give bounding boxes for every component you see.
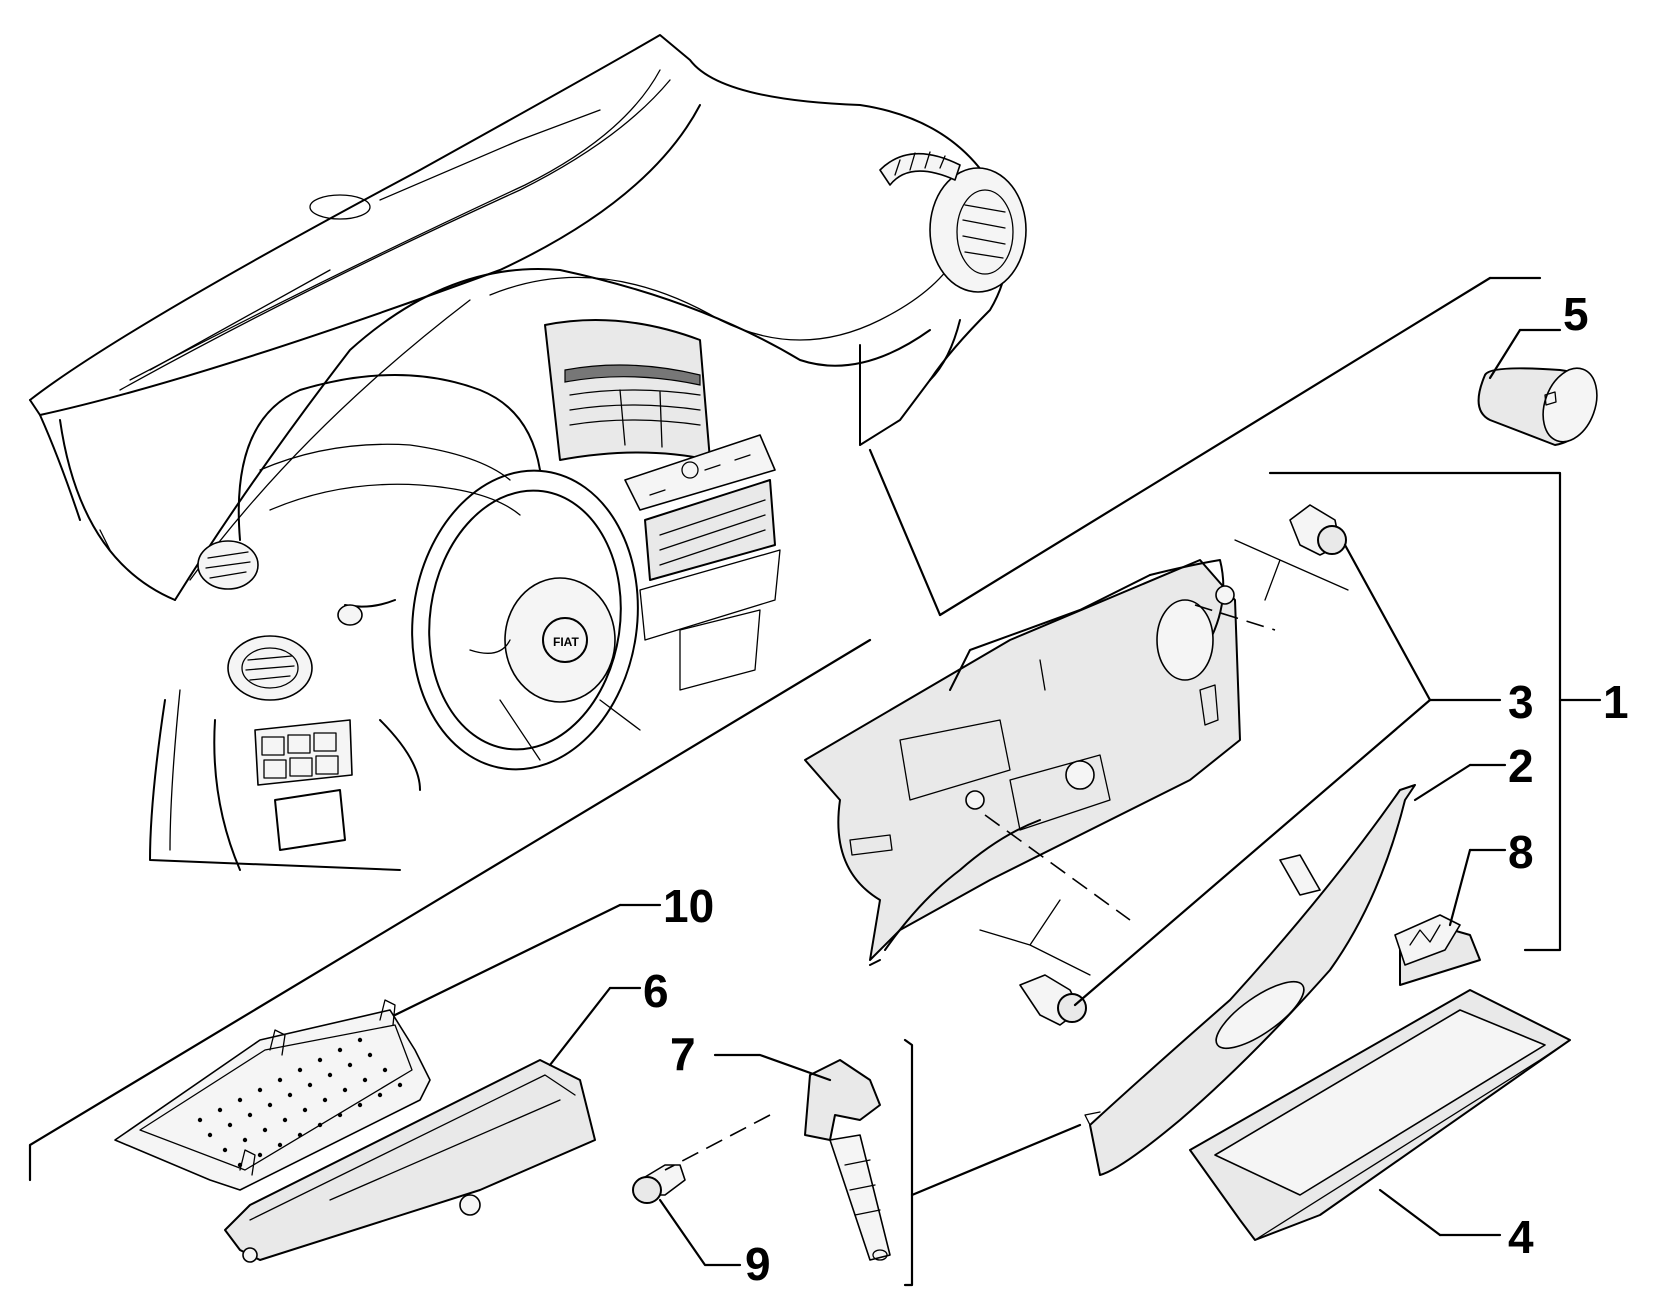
steering-wheel-badge: FIAT	[553, 635, 579, 649]
part-4-tray	[1189, 989, 1571, 1241]
part-6-bracket	[224, 1059, 596, 1263]
part-8-latch	[1394, 914, 1481, 986]
callout-labels: 1 2 3 4 5 6 7 8 9 10	[643, 288, 1629, 1290]
part-7-hinge	[804, 1059, 891, 1261]
part-10-base-plate	[114, 999, 431, 1191]
callout-2: 2	[1508, 740, 1534, 792]
callout-4: 4	[1508, 1211, 1534, 1263]
callout-9: 9	[745, 1238, 771, 1290]
callout-5: 5	[1563, 288, 1589, 340]
glove-box-housing	[804, 559, 1241, 966]
dashboard-assembly: FIAT	[29, 34, 1027, 871]
part-9-pin	[632, 1164, 686, 1204]
base-plate-holes	[197, 1037, 403, 1168]
dashed-assembly-lines	[664, 604, 1276, 1171]
part-3-bumper-upper	[1289, 504, 1347, 556]
callout-1: 1	[1603, 676, 1629, 728]
part-5-cap	[1477, 367, 1598, 446]
callout-3: 3	[1508, 676, 1534, 728]
leader-lines	[28, 276, 1602, 1287]
callout-6: 6	[643, 965, 669, 1017]
callout-7: 7	[670, 1028, 696, 1080]
part-2-lid	[1084, 784, 1416, 1176]
callout-10: 10	[663, 880, 714, 932]
part-3-bumper-lower	[1019, 974, 1087, 1026]
callout-8: 8	[1508, 826, 1534, 878]
